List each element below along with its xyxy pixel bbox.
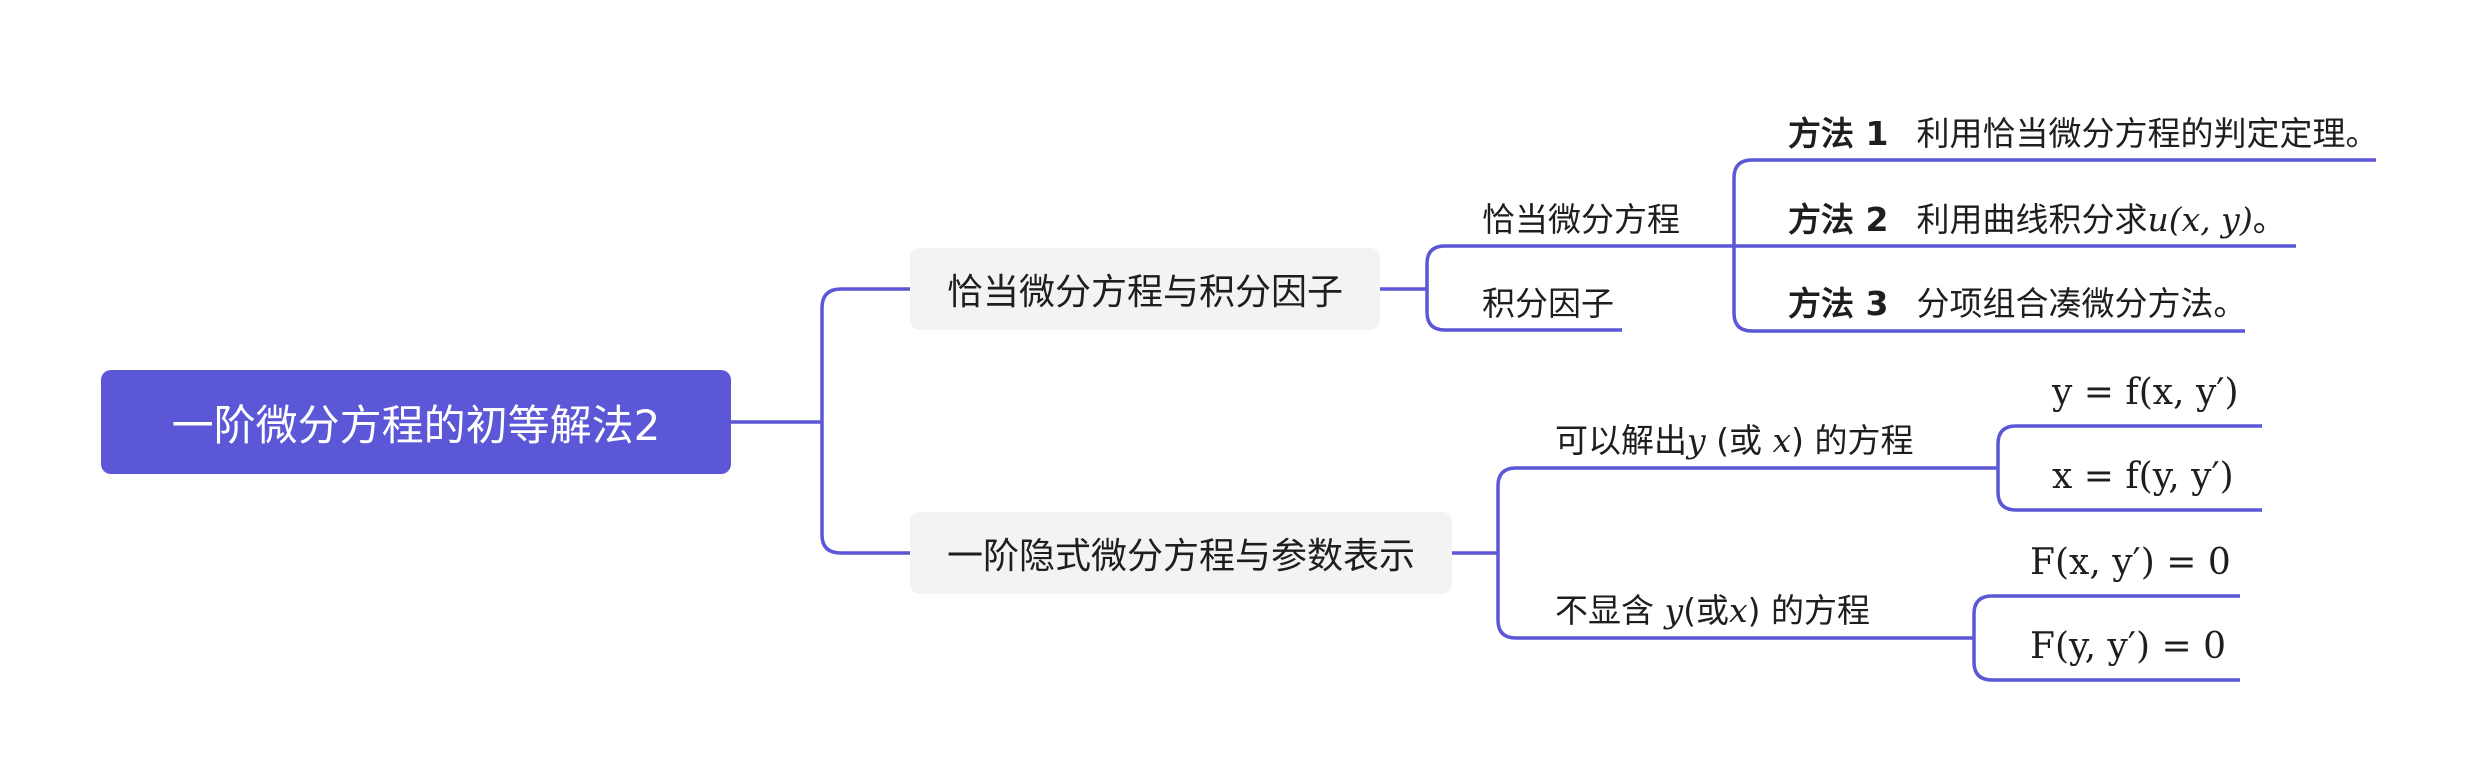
subtopic-integrating-factor[interactable]: 积分因子 xyxy=(1482,284,1614,323)
connector-b2-sub1 xyxy=(1496,466,1998,553)
sub1-mid: (或 xyxy=(1705,421,1773,460)
method-2-math: u(x, y) xyxy=(2147,200,2253,239)
sub2-post: ) 的方程 xyxy=(1747,591,1871,630)
method-2[interactable]: 方法 2 利用曲线积分求u(x, y)。 xyxy=(1788,193,2286,241)
equation-F-x[interactable]: F(x, y′) = 0 xyxy=(2030,542,2231,583)
connector-eq-1 xyxy=(1996,424,2262,468)
connector-method-3 xyxy=(1732,246,2245,333)
connector-eq-4 xyxy=(1972,638,2240,682)
equation-F-y[interactable]: F(y, y′) = 0 xyxy=(2030,626,2226,667)
method-3-tag: 方法 3 xyxy=(1788,284,1889,323)
sub2-pre: 不显含 xyxy=(1555,591,1665,630)
method-3[interactable]: 方法 3 分项组合凑微分方法。 xyxy=(1788,277,2246,325)
connector-b1-sub1 xyxy=(1425,244,1680,289)
connector-root-branch2 xyxy=(820,422,910,555)
method-1-tag: 方法 1 xyxy=(1788,114,1889,153)
topic-exact-equations[interactable]: 恰当微分方程与积分因子 xyxy=(910,248,1380,330)
method-2-tail: 。 xyxy=(2252,200,2286,239)
connector-root-branch1 xyxy=(820,287,910,422)
sub2-var-y: y xyxy=(1664,591,1684,630)
connector-b1-sub2 xyxy=(1425,289,1622,332)
sub1-var-y: y xyxy=(1687,421,1706,460)
sub1-pre: 可以解出 xyxy=(1555,421,1687,460)
method-1-text: 利用恰当微分方程的判定定理。 xyxy=(1916,114,2379,153)
method-1[interactable]: 方法 1 利用恰当微分方程的判定定理。 xyxy=(1788,107,2378,155)
subtopic-missing-variable-equation[interactable]: 不显含 y(或x) 的方程 xyxy=(1555,584,1870,632)
equation-x-eq-f[interactable]: x = f(y, y′) xyxy=(2052,456,2234,497)
method-2-text: 利用曲线积分求 xyxy=(1916,200,2148,239)
connector-method-1 xyxy=(1732,158,2376,246)
sub2-mid: (或 xyxy=(1683,591,1730,630)
topic-implicit-equations[interactable]: 一阶隐式微分方程与参数表示 xyxy=(910,512,1452,594)
equation-y-eq-f[interactable]: y = f(x, y′) xyxy=(2052,372,2239,413)
root-topic[interactable]: 一阶微分方程的初等解法2 xyxy=(101,370,731,474)
subtopic-solvable-equation[interactable]: 可以解出y (或 x) 的方程 xyxy=(1555,414,1914,462)
sub1-post: ) 的方程 xyxy=(1791,421,1914,460)
sub1-var-x: x xyxy=(1772,421,1792,460)
sub2-var-x: x xyxy=(1729,591,1748,630)
method-3-text: 分项组合凑微分方法。 xyxy=(1916,284,2247,323)
connector-eq-3 xyxy=(1972,594,2240,638)
method-2-tag: 方法 2 xyxy=(1788,200,1889,239)
subtopic-exact-equation[interactable]: 恰当微分方程 xyxy=(1482,200,1680,239)
connector-b2-sub2 xyxy=(1496,553,1974,640)
connector-eq-2 xyxy=(1996,468,2262,512)
